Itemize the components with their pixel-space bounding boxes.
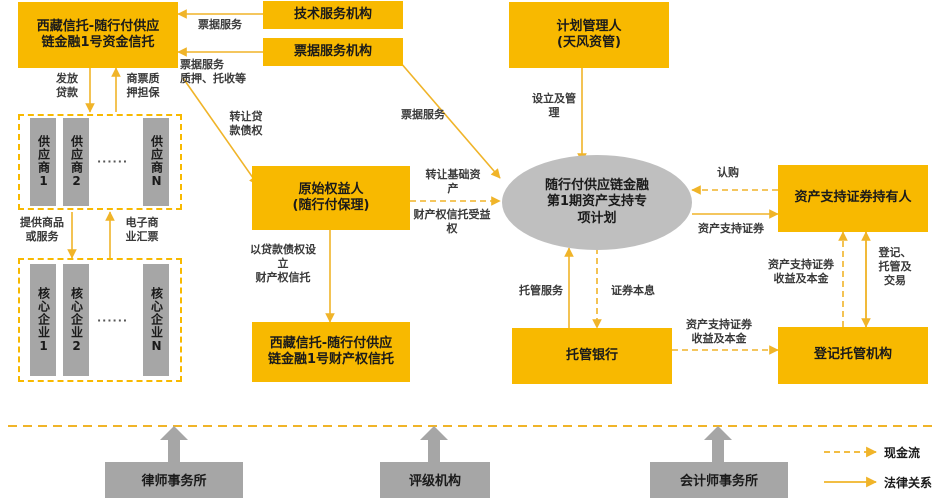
node-rating-agency-label: 评级机构 (408, 473, 461, 489)
node-law-firm-label: 律师事务所 (141, 473, 207, 489)
supplier-group-boundary (18, 114, 182, 210)
node-supplier-n-label: 供应商N (149, 135, 164, 189)
node-originator[interactable]: 原始权益人 (随行付保理) (252, 166, 410, 230)
node-special-plan-label: 随行付供应链金融 第1期资产支持专 项计划 (544, 178, 649, 226)
node-supplier-1[interactable]: 供应商1 (30, 118, 56, 206)
legend-legal-relation-label: 法律关系 (884, 476, 933, 490)
edge-label-custody-service: 托管服务 (519, 284, 563, 297)
edge-label-issue-loan: 发放 贷款 (56, 72, 78, 99)
edge-label-setup-and-manage: 设立及管 理 (532, 92, 576, 119)
node-abs-holder-label: 资产支持证券持有人 (794, 190, 912, 206)
edge-label-bill-service-right: 票据服务 (401, 108, 445, 121)
node-custodian-bank[interactable]: 托管银行 (512, 328, 672, 384)
node-bill-service[interactable]: 票据服务机构 (263, 38, 403, 66)
node-tech-service-label: 技术服务机构 (293, 6, 372, 22)
node-custodian-bank-label: 托管银行 (565, 347, 618, 363)
node-core-enterprise-n[interactable]: 核心企业N (143, 264, 169, 376)
edge-label-bond-principal-interest: 证券本息 (611, 284, 655, 297)
node-supplier-n[interactable]: 供应商N (143, 118, 169, 206)
edge-label-bill-service-top: 票据服务 (198, 18, 242, 31)
node-supplier-2[interactable]: 供应商2 (63, 118, 89, 206)
edge-label-property-trust-benefit: 财产权信托受益 权 (413, 208, 491, 235)
node-plan-manager-label: 计划管理人 (天风资管) (556, 18, 622, 50)
edge-label-transfer-loan-claim: 转让贷 款债权 (229, 110, 263, 137)
edge-label-transfer-base-asset: 转让基础资 产 (425, 168, 481, 195)
core-enterprise-group-boundary (18, 258, 182, 382)
edge-label-abs: 资产支持证券 (698, 222, 764, 235)
edge-label-abs-income-principal-upper: 资产支持证券 收益及本金 (768, 258, 834, 285)
node-property-trust[interactable]: 西藏信托-随行付供应 链金融1号财产权信托 (252, 322, 410, 382)
node-core-enterprise-2[interactable]: 核心企业2 (63, 264, 89, 376)
node-tech-service[interactable]: 技术服务机构 (263, 1, 403, 29)
edge-label-establish-property-trust: 以贷款债权设 立 财产权信托 (250, 243, 316, 284)
node-core-enterprise-1[interactable]: 核心企业1 (30, 264, 56, 376)
node-accounting-firm[interactable]: 会计师事务所 (650, 462, 788, 498)
node-bill-service-label: 票据服务机构 (293, 43, 372, 59)
core-enterprise-ellipsis: ······ (97, 314, 129, 327)
node-registrar[interactable]: 登记托管机构 (778, 327, 928, 384)
node-accounting-firm-label: 会计师事务所 (679, 473, 758, 489)
node-core-enterprise-2-label: 核心企业2 (69, 286, 84, 354)
edge-label-bill-service-pledge: 票据服务 质押、托收等 (180, 58, 246, 85)
node-fund-trust-label: 西藏信托-随行付供应 链金融1号资金信托 (36, 18, 160, 50)
edge-label-abs-income-principal-lower: 资产支持证券 收益及本金 (686, 318, 752, 345)
supplier-ellipsis: ······ (97, 155, 129, 168)
node-supplier-1-label: 供应商1 (36, 135, 51, 189)
edge-label-bill-pledge-guarantee: 商票质 押担保 (126, 72, 160, 99)
node-rating-agency[interactable]: 评级机构 (380, 462, 490, 498)
node-registrar-label: 登记托管机构 (813, 347, 892, 363)
node-fund-trust[interactable]: 西藏信托-随行付供应 链金融1号资金信托 (18, 2, 178, 68)
node-plan-manager[interactable]: 计划管理人 (天风资管) (509, 2, 669, 68)
node-core-enterprise-n-label: 核心企业N (149, 286, 164, 354)
node-special-plan[interactable]: 随行付供应链金融 第1期资产支持专 项计划 (502, 155, 692, 250)
node-supplier-2-label: 供应商2 (69, 135, 84, 189)
node-originator-label: 原始权益人 (随行付保理) (292, 181, 370, 213)
edge-label-provide-goods: 提供商品 或服务 (20, 216, 64, 243)
node-law-firm[interactable]: 律师事务所 (105, 462, 243, 498)
node-core-enterprise-1-label: 核心企业1 (36, 286, 51, 354)
edge-label-electronic-bill: 电子商 业汇票 (125, 216, 159, 243)
legend-cash-flow-label: 现金流 (884, 446, 921, 460)
edge-label-subscribe: 认购 (717, 166, 739, 179)
edge-label-register-custody-trade: 登记、 托管及 交易 (878, 246, 912, 287)
node-abs-holder[interactable]: 资产支持证券持有人 (778, 165, 928, 232)
node-property-trust-label: 西藏信托-随行付供应 链金融1号财产权信托 (267, 335, 395, 367)
